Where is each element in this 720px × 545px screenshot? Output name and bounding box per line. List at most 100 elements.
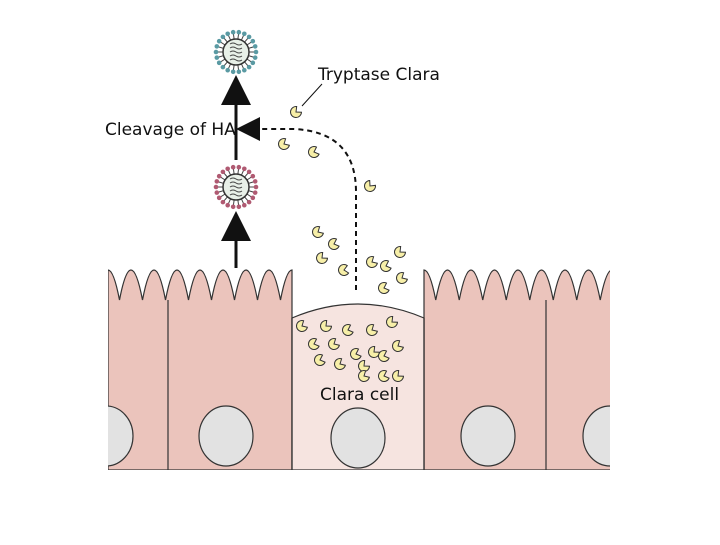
virus-spike-tip [236, 204, 242, 210]
clara-cell-label: Clara cell [320, 385, 399, 405]
cell-borders [167, 300, 547, 470]
virus-spike-tip [246, 34, 252, 40]
virus-spike-tip [225, 67, 230, 73]
virus-genome [229, 58, 243, 62]
enzyme-icon [342, 324, 354, 336]
tryptase-leader-line [301, 83, 323, 107]
virus-genome [229, 177, 243, 181]
virus-spike-tip [252, 179, 258, 184]
virus-genome [229, 42, 243, 46]
nucleus [582, 405, 610, 467]
virus-spike-tip [246, 199, 252, 205]
enzyme-icon [328, 338, 340, 350]
enzyme-icon [380, 260, 392, 272]
virus-spike-tip [213, 49, 219, 55]
enzyme-icon [290, 106, 303, 118]
virus-spike-tip [253, 49, 259, 55]
cell-nuclei [108, 405, 610, 469]
virus-spike-tip [246, 169, 252, 175]
virus-genome [229, 54, 243, 58]
virus-spike-tip [242, 202, 247, 208]
epithelium [108, 269, 610, 470]
virus-spike-tip [236, 29, 242, 35]
enzyme-icon [394, 246, 407, 258]
virus-genome [229, 185, 243, 189]
virus-genome [229, 50, 243, 54]
uncleaved-virus-icon [213, 164, 259, 210]
virus-spike-tip [216, 195, 222, 201]
tryptase-clara-label: Tryptase Clara [317, 65, 440, 85]
enzyme-icon [364, 179, 376, 192]
enzyme-icon [378, 370, 390, 382]
nucleus [198, 405, 254, 467]
virus-spike-tip [214, 55, 220, 60]
enzyme-icon [378, 350, 390, 362]
virus-spike-tip [213, 184, 219, 190]
virus-spike-tip [230, 204, 236, 210]
nucleus [108, 405, 134, 467]
virus-spike-tip [216, 38, 222, 44]
virus-spike-tip [236, 69, 242, 75]
virus-spike-tip [214, 179, 220, 184]
nucleus [460, 405, 516, 467]
virus-spike-tip [252, 55, 258, 60]
virus-spike-tip [214, 190, 220, 195]
virus-spike-tip [252, 190, 258, 195]
virus-spike-tip [216, 60, 222, 66]
virus-spike-tip [236, 164, 242, 170]
secretion-dashed-arrow [236, 117, 357, 290]
virus-genome [229, 189, 243, 193]
enzyme-icon [328, 238, 340, 250]
enzyme-icon [312, 226, 324, 238]
virus-spike-tip [216, 173, 222, 179]
virus-genome [229, 193, 243, 197]
enzyme-icon [316, 252, 329, 264]
enzyme-icon [366, 324, 378, 336]
enzyme-icon [278, 138, 290, 150]
virus-spike-tip [230, 29, 236, 35]
enzyme-icon [392, 340, 404, 352]
enzyme-icon [366, 256, 378, 268]
virus-spike-tip [220, 34, 226, 40]
virus-spike-tip [250, 195, 256, 201]
enzyme-icon [314, 354, 326, 366]
enzyme-icon [350, 348, 362, 360]
virus-spike-tip [220, 169, 226, 175]
virus-spike-tip [230, 164, 236, 170]
enzyme-icon [334, 358, 346, 370]
virus-spike-tip [225, 202, 230, 208]
enzyme-icon [358, 360, 371, 372]
virus-genome [229, 181, 243, 185]
virus-spike-tip [252, 44, 258, 49]
virus-spike-tip [242, 31, 247, 37]
virus-spike-tip [246, 64, 252, 70]
virus-spike-tip [220, 64, 226, 70]
enzyme-icon [396, 272, 408, 284]
enzyme-icon [308, 338, 320, 350]
enzyme-icon [392, 370, 405, 382]
clara-cell-body [291, 303, 425, 470]
enzyme-icon [308, 146, 320, 158]
virus-spike-tip [225, 31, 230, 37]
virus-spike-tip [253, 184, 259, 190]
virus-spike-tip [250, 60, 256, 66]
enzyme-icon [296, 320, 308, 332]
virus-spike-tip [250, 173, 256, 179]
enzyme-icon [386, 316, 399, 328]
cleavage-of-ha-label: Cleavage of HA [105, 120, 236, 140]
virus-spike-tip [220, 199, 226, 205]
cleaved-virus-icon [213, 29, 259, 75]
virus-spike-tip [250, 38, 256, 44]
virus-spike-tip [242, 166, 247, 172]
virus-spike-tip [214, 44, 220, 49]
tryptase-clara-molecules [278, 106, 408, 382]
virus-spike-tip [225, 166, 230, 172]
virus-spike-tip [230, 69, 236, 75]
enzyme-icon [338, 264, 350, 276]
virus-spike-tip [242, 67, 247, 73]
virus-genome [229, 46, 243, 50]
nucleus [330, 407, 386, 469]
enzyme-icon [378, 282, 390, 294]
